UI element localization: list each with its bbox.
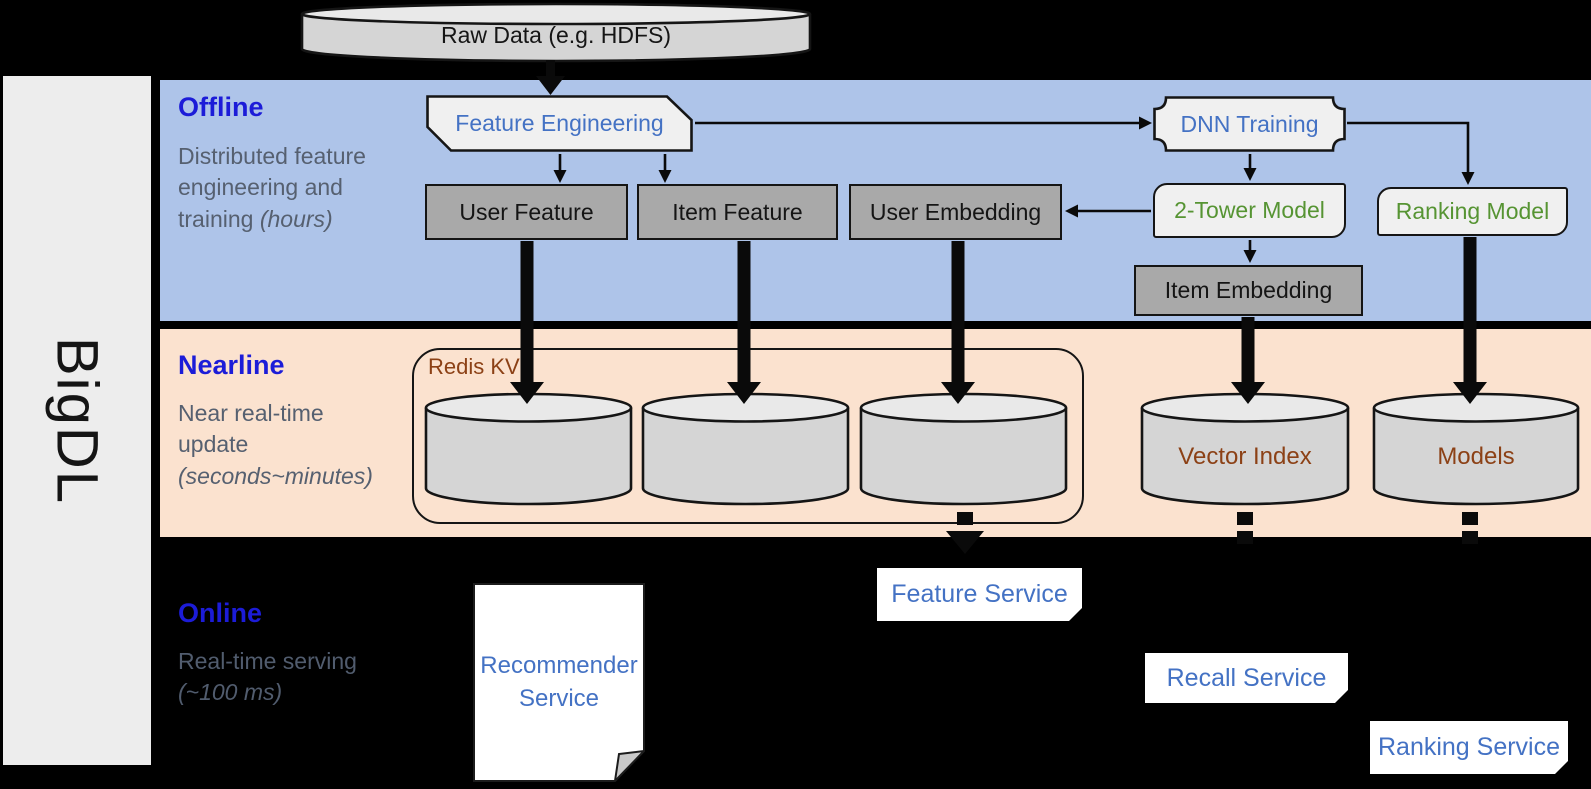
models-cylinder: Models: [1372, 392, 1580, 506]
feature-service-node: Feature Service: [877, 568, 1082, 621]
item-feature-node: Item Feature: [637, 184, 838, 240]
item-embedding-node: Item Embedding: [1134, 265, 1363, 316]
cylinder-graphic: [424, 392, 633, 506]
offline-title: Offline: [178, 92, 264, 122]
document-shape: [473, 583, 645, 782]
offline-description: Distributed feature engineering and trai…: [178, 141, 378, 235]
cylinder-graphic: [859, 392, 1068, 506]
vector-index-cylinder: Vector Index: [1140, 392, 1350, 506]
raw-data-label: Raw Data (e.g. HDFS): [440, 22, 672, 48]
sidebar-bigdl: BigDL: [3, 76, 151, 765]
redis-cylinder-3: [859, 392, 1068, 506]
nearline-title: Nearline: [178, 350, 285, 380]
online-description: Real-time serving (~100 ms): [178, 646, 378, 709]
brand-vertical-label: BigDL: [44, 336, 110, 505]
cylinder-graphic: [300, 2, 812, 63]
raw-data-cylinder: Raw Data (e.g. HDFS): [300, 2, 812, 63]
ranking-model-node: Ranking Model: [1377, 187, 1568, 236]
online-duration-note: (~100 ms): [178, 679, 283, 706]
redis-cylinder-1: [424, 392, 633, 506]
cylinder-graphic: [1372, 392, 1580, 506]
redis-kv-label: Redis KV: [428, 354, 520, 379]
online-title: Online: [178, 598, 263, 628]
recommender-service-label: Recommender Service: [480, 652, 638, 712]
user-embedding-node: User Embedding: [849, 184, 1062, 240]
nearline-description: Near real-time update (seconds~minutes): [178, 398, 378, 492]
user-feature-node: User Feature: [425, 184, 628, 240]
vector-index-label: Vector Index: [1178, 443, 1312, 470]
feature-engineering-shape: [426, 95, 693, 152]
redis-cylinder-2: [641, 392, 850, 506]
offline-description-text: Distributed feature engineering and trai…: [178, 143, 366, 232]
cylinder-graphic: [1140, 392, 1350, 506]
nearline-duration-note: (seconds~minutes): [178, 462, 373, 489]
offline-duration-note: (hours): [259, 205, 333, 232]
cylinder-graphic: [641, 392, 850, 506]
recall-service-node: Recall Service: [1145, 653, 1348, 703]
online-description-text: Real-time serving: [178, 648, 357, 674]
nearline-description-text: Near real-time update: [178, 400, 324, 458]
feature-engineering-label: Feature Engineering: [455, 110, 664, 136]
dnn-training-shape: [1153, 96, 1346, 152]
models-label: Models: [1437, 443, 1515, 470]
feature-engineering-node: Feature Engineering: [426, 95, 693, 152]
ranking-service-node: Ranking Service: [1370, 721, 1568, 774]
recommender-service-node: Recommender Service: [473, 583, 645, 782]
two-tower-model-node: 2-Tower Model: [1153, 183, 1346, 238]
dnn-training-label: DNN Training: [1180, 110, 1319, 137]
dnn-training-node: DNN Training: [1153, 96, 1346, 152]
